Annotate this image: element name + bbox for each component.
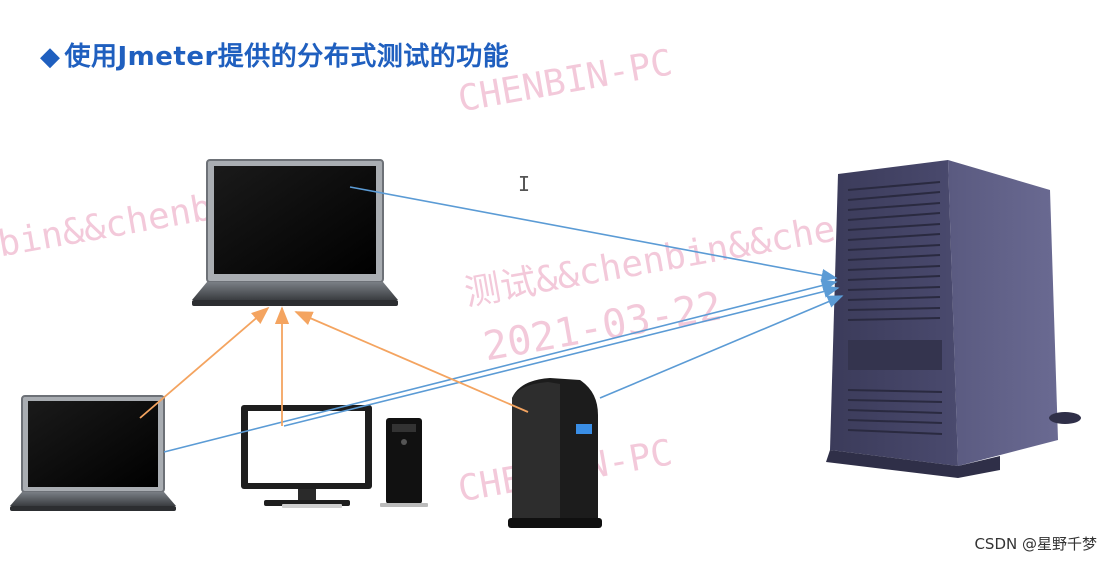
blue-arrows — [163, 186, 844, 453]
slide-title-text: 使用Jmeter提供的分布式测试的功能 — [64, 42, 510, 72]
arrow-miniserver-to-target — [599, 295, 844, 399]
controller-laptop-icon — [192, 159, 398, 306]
arrow-laptop-to-controller — [139, 306, 270, 419]
orange-arrows — [139, 306, 529, 426]
target-tower-server-icon — [826, 160, 1081, 478]
agent-mini-server-icon — [508, 378, 602, 528]
agent-desktop-icon — [241, 405, 428, 508]
arrow-controller-to-target — [349, 186, 838, 282]
text-cursor-icon: I — [518, 172, 531, 196]
arrow-miniserver-to-controller — [294, 311, 529, 413]
arrow-laptop-to-target — [163, 279, 838, 453]
slide-title: ◆使用Jmeter提供的分布式测试的功能 — [40, 36, 509, 73]
diamond-bullet-icon: ◆ — [40, 42, 61, 72]
credit-text: CSDN @星野千梦 — [974, 535, 1097, 553]
agent-laptop-icon — [10, 395, 176, 511]
arrow-desktop-to-target — [283, 285, 840, 427]
